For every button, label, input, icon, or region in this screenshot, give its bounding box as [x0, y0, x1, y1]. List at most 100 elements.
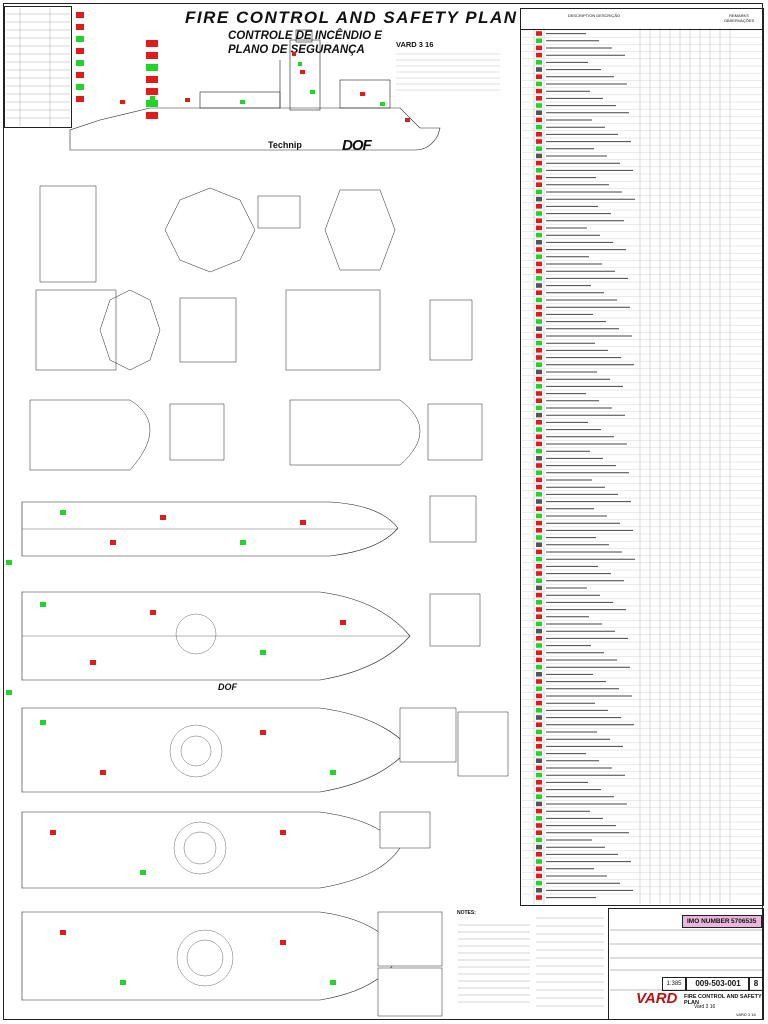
description-header: DESCRIPTION DESCRIÇÃO — [567, 13, 621, 18]
row-symbol — [536, 556, 542, 562]
notes-lines — [458, 917, 604, 1007]
deck-details — [22, 528, 410, 987]
row-symbol — [536, 592, 542, 598]
row-symbol — [536, 506, 542, 511]
row-symbol — [536, 708, 542, 713]
row-symbol — [536, 729, 542, 735]
row-symbol — [536, 808, 542, 814]
row-symbol — [536, 607, 542, 612]
row-symbol — [536, 866, 542, 871]
remarks-header: REMARKS OBSERVAÇÕES — [723, 13, 755, 23]
row-symbol — [536, 700, 542, 706]
title-block-vessel: Vard 3 16 — [694, 1004, 716, 1010]
notes-title: NOTES: — [457, 910, 476, 916]
row-symbol — [536, 52, 542, 58]
imo-label: IMO NUMBER — [687, 918, 730, 925]
row-symbol — [536, 405, 542, 411]
row-symbol — [536, 333, 542, 339]
row-symbol — [536, 852, 542, 857]
row-symbol — [536, 830, 542, 835]
notes-block: NOTES: — [455, 910, 535, 1020]
scale-value: 1:385 — [662, 977, 686, 991]
row-symbol — [536, 139, 542, 144]
profile-symbols — [120, 52, 410, 122]
row-symbol — [536, 211, 542, 216]
dof-logo-deck: DOF — [218, 682, 237, 692]
row-symbol — [536, 362, 542, 367]
row-symbol — [536, 657, 542, 663]
vessel-name: VARD 3 16 — [396, 40, 434, 49]
symbol-table-rows — [522, 29, 762, 900]
index-colored-rows — [76, 12, 158, 119]
row-symbol — [536, 484, 542, 490]
row-symbol — [536, 189, 542, 195]
deck-plan-row3 — [29, 399, 421, 471]
row-symbol — [536, 585, 542, 591]
row-symbol — [536, 60, 542, 65]
row-symbol — [536, 477, 542, 483]
row-symbol — [536, 110, 542, 115]
row-symbol — [536, 578, 542, 583]
row-symbol — [536, 736, 542, 742]
row-symbol — [536, 492, 542, 497]
row-symbol — [536, 160, 542, 166]
row-symbol — [536, 758, 542, 763]
row-symbol — [536, 376, 542, 382]
row-symbol — [536, 693, 542, 699]
row-symbol — [536, 787, 542, 792]
row-symbol — [536, 499, 542, 504]
row-symbol — [536, 398, 542, 403]
row-symbol — [536, 837, 542, 843]
row-symbol — [536, 686, 542, 691]
row-symbol — [536, 391, 542, 396]
row-symbol — [536, 319, 542, 324]
symbol-table-header: DESCRIPTION DESCRIÇÃO REMARKS OBSERVAÇÕE… — [521, 9, 763, 30]
row-symbol — [536, 175, 542, 180]
row-symbol — [536, 542, 542, 547]
row-symbol — [536, 427, 542, 432]
row-symbol — [536, 182, 542, 187]
row-symbol — [536, 81, 542, 87]
row-symbol — [536, 297, 542, 303]
deck-plan-top — [39, 185, 396, 283]
title-block-vessel-small: VARD 3 16 — [736, 1012, 756, 1017]
row-symbol — [536, 283, 542, 288]
row-symbol — [536, 326, 542, 331]
index-panel-left — [4, 6, 72, 128]
row-symbol — [536, 528, 542, 533]
row-symbol — [536, 650, 542, 655]
row-symbol — [536, 470, 542, 475]
row-symbol — [536, 794, 542, 799]
row-symbol — [536, 744, 542, 749]
row-symbol — [536, 312, 542, 317]
row-symbol — [536, 117, 542, 123]
row-symbol — [536, 348, 542, 353]
row-symbol — [536, 218, 542, 223]
row-symbol — [536, 844, 542, 850]
deck-symbols — [6, 510, 346, 985]
row-symbol — [536, 340, 542, 346]
row-symbol — [536, 679, 542, 684]
row-symbol — [536, 196, 542, 202]
row-symbol — [536, 873, 542, 879]
row-symbol — [536, 564, 542, 569]
profile-view — [69, 29, 441, 151]
revision: 8 — [748, 977, 764, 991]
deck-plan-row2 — [35, 289, 381, 371]
row-symbol — [536, 672, 542, 677]
row-symbol — [536, 621, 542, 627]
row-symbol — [536, 124, 542, 130]
row-symbol — [536, 31, 542, 36]
row-symbol — [536, 600, 542, 605]
row-symbol — [536, 204, 542, 209]
row-symbol — [536, 225, 542, 231]
row-symbol — [536, 801, 542, 807]
row-symbol — [536, 88, 542, 94]
legend-plates — [169, 195, 509, 1017]
row-symbol — [536, 276, 542, 281]
row-symbol — [536, 304, 542, 310]
row-symbol — [536, 412, 542, 418]
row-symbol — [536, 664, 542, 670]
subtitle-line-2: PLANO DE SEGURANÇA — [228, 44, 365, 56]
row-symbol — [536, 132, 542, 137]
